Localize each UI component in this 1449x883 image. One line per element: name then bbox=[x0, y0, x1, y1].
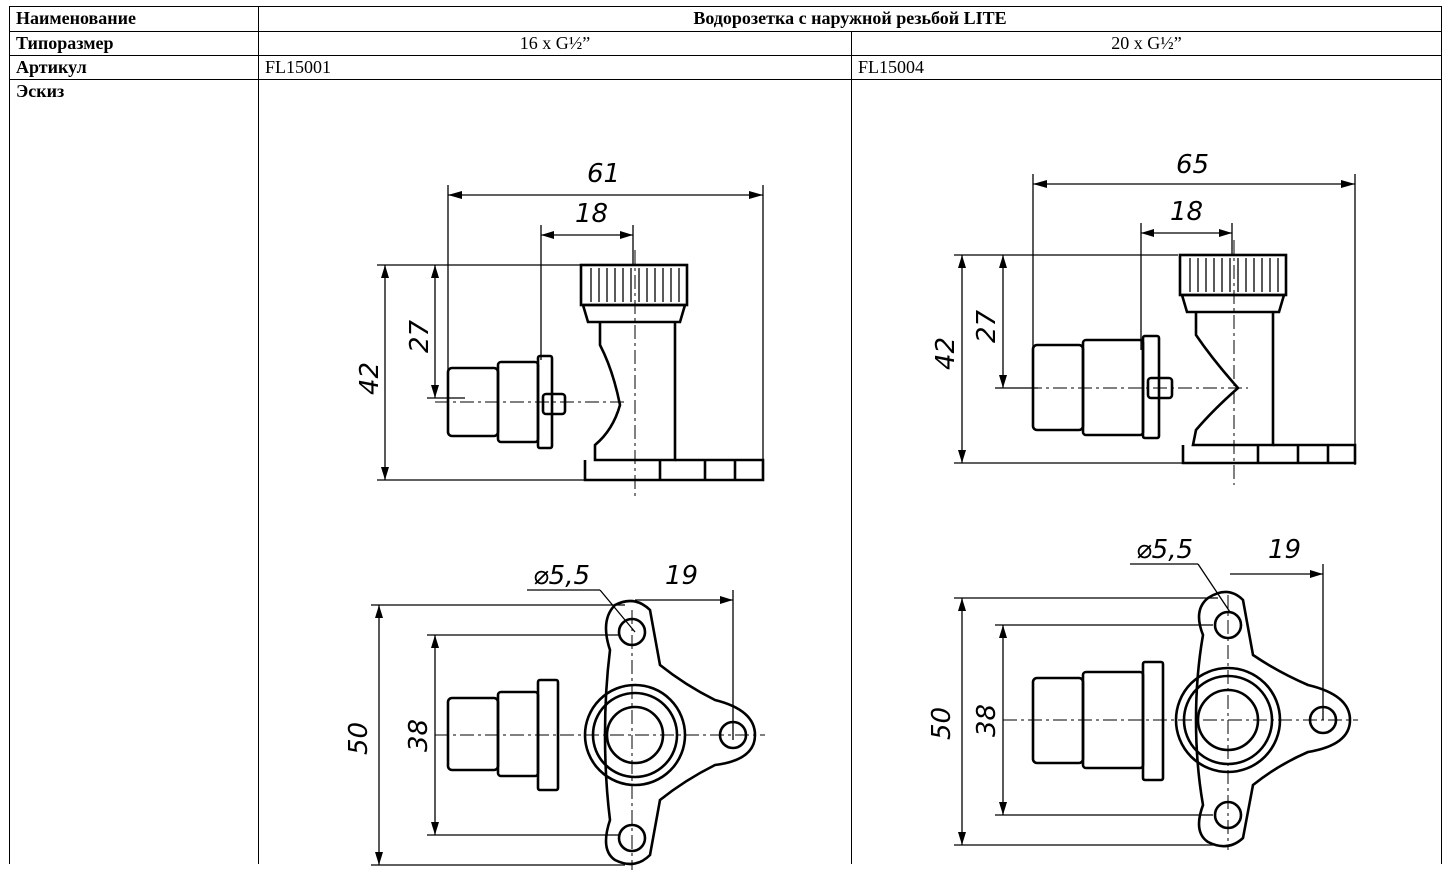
dim-inner-2: 38 bbox=[972, 704, 1002, 737]
dim-length: 61 bbox=[587, 159, 620, 189]
size-2: 20 х G½” bbox=[851, 31, 1442, 56]
sketch-label: Эскиз bbox=[9, 79, 259, 864]
dim-top-offset: 19 bbox=[665, 561, 698, 591]
article-1: FL15001 bbox=[258, 55, 852, 80]
dim-hole-dia: ⌀5,5 bbox=[533, 561, 590, 591]
article-label: Артикул bbox=[9, 55, 259, 80]
drawing-2-top-view: ⌀5,5 19 50 38 bbox=[927, 535, 1358, 850]
dim-axis-height: 27 bbox=[405, 319, 435, 353]
row-article: Артикул FL15001 FL15004 bbox=[9, 55, 1442, 80]
row-size: Типоразмер 16 х G½” 20 х G½” bbox=[9, 31, 1442, 56]
dim-length-2: 65 bbox=[1176, 150, 1209, 180]
drawing-1: 61 18 42 27 bbox=[265, 100, 850, 880]
row-sketch: Эскиз bbox=[9, 79, 1442, 864]
article-2: FL15004 bbox=[851, 55, 1442, 80]
drawing-1-top-view: ⌀5,5 19 50 38 bbox=[344, 561, 765, 870]
dim-width-2: 50 bbox=[927, 707, 957, 740]
sketch-cell-1 bbox=[258, 79, 852, 864]
dim-width: 50 bbox=[344, 722, 374, 755]
row-name: Наименование Водорозетка с наружной резь… bbox=[9, 6, 1442, 32]
dim-height-2: 42 bbox=[931, 337, 961, 370]
dim-inner: 38 bbox=[404, 719, 434, 752]
dim-axis-height-2: 27 bbox=[972, 309, 1002, 343]
size-label: Типоразмер bbox=[9, 31, 259, 56]
name-label: Наименование bbox=[9, 6, 259, 32]
dim-height: 42 bbox=[355, 362, 385, 395]
product-name: Водорозетка с наружной резьбой LITE bbox=[258, 6, 1442, 32]
sketch-cell-2 bbox=[851, 79, 1442, 864]
dim-offset: 18 bbox=[575, 199, 608, 229]
spec-table: Наименование Водорозетка с наружной резь… bbox=[9, 6, 1442, 864]
dim-offset-2: 18 bbox=[1170, 197, 1203, 227]
dim-hole-dia-2: ⌀5,5 bbox=[1136, 535, 1193, 565]
drawing-2-front-view: 65 18 42 27 bbox=[931, 150, 1357, 485]
drawing-2: 65 18 42 27 bbox=[858, 100, 1438, 880]
size-1: 16 х G½” bbox=[258, 31, 852, 56]
dim-top-offset-2: 19 bbox=[1268, 535, 1301, 565]
drawing-1-front-view: 61 18 42 27 bbox=[355, 159, 765, 500]
